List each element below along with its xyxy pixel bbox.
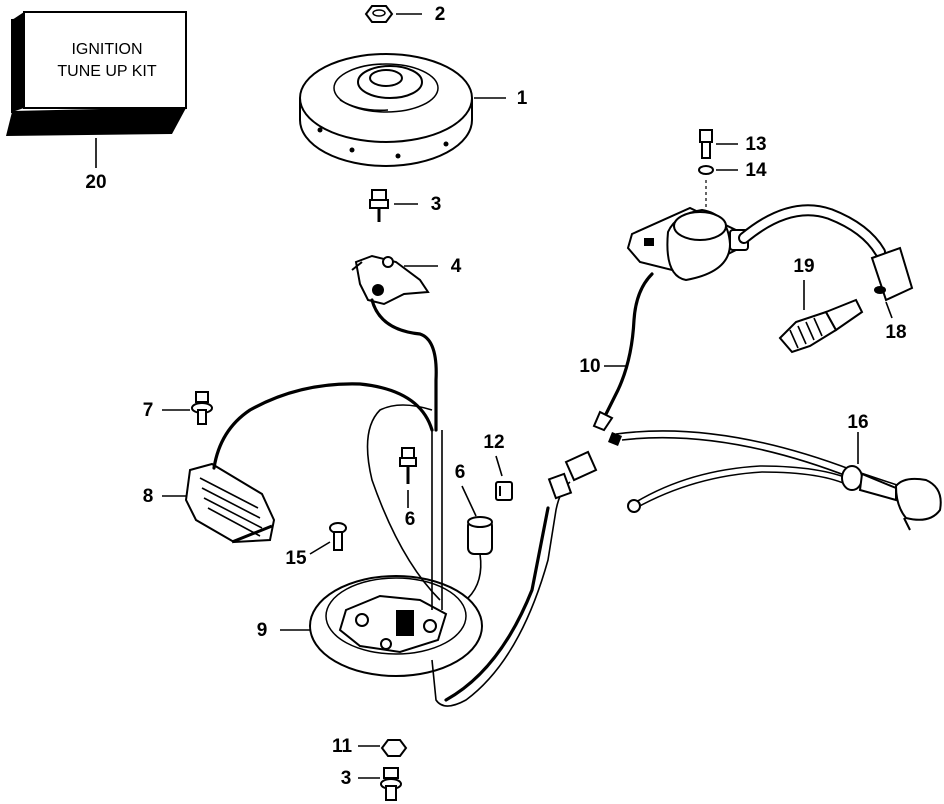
screw-bottom: [380, 767, 402, 801]
callout-3-bottom: 3: [341, 768, 352, 789]
callout-3-top: 3: [431, 194, 442, 215]
condenser-screw: [399, 447, 417, 484]
kit-label-line2: TUNE UP KIT: [57, 63, 157, 80]
spark-plug-boot: [870, 246, 914, 302]
callout-19: 19: [793, 256, 814, 277]
condenser: [467, 516, 493, 555]
stator-nut: [380, 739, 408, 757]
coil-screw: [191, 391, 213, 425]
callout-9: 9: [257, 620, 268, 641]
stop-switch-harness: [608, 430, 942, 531]
wire-clip: [495, 481, 513, 501]
tune-up-kit-box: IGNITION TUNE UP KIT: [6, 10, 187, 136]
coil-mount-screw: [699, 129, 713, 159]
callout-15: 15: [285, 548, 307, 569]
callout-18: 18: [885, 322, 906, 343]
kit-label-line1: IGNITION: [71, 41, 142, 58]
screw-top: [369, 189, 389, 222]
washer: [698, 165, 714, 175]
flywheel: [299, 53, 473, 167]
callout-7: 7: [143, 400, 154, 421]
stator-screw: [329, 522, 347, 551]
charge-coil: [184, 462, 276, 544]
ignition-coil: [626, 206, 749, 282]
callout-20: 20: [85, 172, 106, 193]
callout-6-screw: 6: [405, 509, 416, 530]
stator-plate: [309, 575, 483, 677]
flywheel-nut: [364, 5, 394, 23]
primary-wire-terminal: [592, 410, 614, 432]
callout-8: 8: [143, 486, 154, 507]
callout-1: 1: [517, 88, 528, 109]
callout-4: 4: [451, 256, 462, 277]
callout-2: 2: [435, 4, 446, 25]
callout-10: 10: [579, 356, 600, 377]
callout-12: 12: [483, 432, 504, 453]
callout-16: 16: [847, 412, 868, 433]
callout-14: 14: [745, 160, 767, 181]
breaker-points: [351, 254, 430, 306]
callout-6-condenser: 6: [455, 462, 466, 483]
wire-connector-boot: [547, 450, 598, 500]
callout-13: 13: [745, 134, 766, 155]
spark-plug: [778, 298, 864, 354]
callout-11: 11: [332, 736, 353, 757]
